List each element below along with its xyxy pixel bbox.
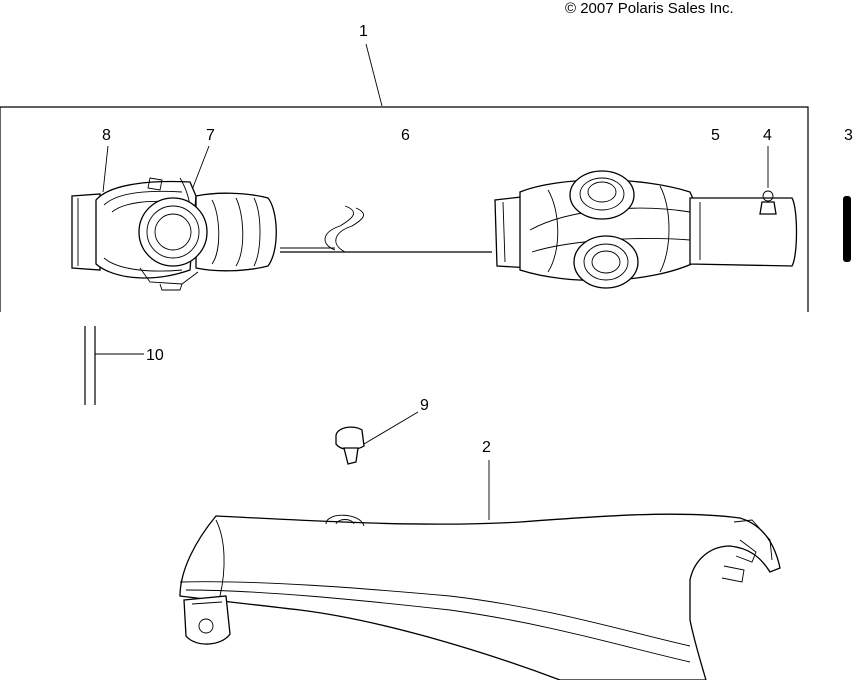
callout-4: 4 [763,127,772,144]
shaft-guard [179,513,781,680]
callout-1: 1 [359,23,368,40]
callout-9: 9 [420,397,429,414]
callout-8: 8 [102,127,111,144]
decal-strips [84,326,144,405]
bolt [335,426,365,465]
callout-3: 3 [844,127,853,144]
callout-10: 10 [146,347,164,364]
copyright-text: © 2007 Polaris Sales Inc. [565,0,734,17]
leader-8 [102,145,109,193]
assembly-bracket [0,106,809,312]
leader-9 [363,411,419,445]
callout-7: 7 [206,127,215,144]
callout-6: 6 [401,127,410,144]
leader-1 [365,43,383,107]
item-3-part [843,196,851,262]
callout-5: 5 [711,127,720,144]
driveshaft [280,205,492,253]
u-joint-left [71,177,277,291]
callout-2: 2 [482,439,491,456]
u-joint-right [494,170,798,289]
